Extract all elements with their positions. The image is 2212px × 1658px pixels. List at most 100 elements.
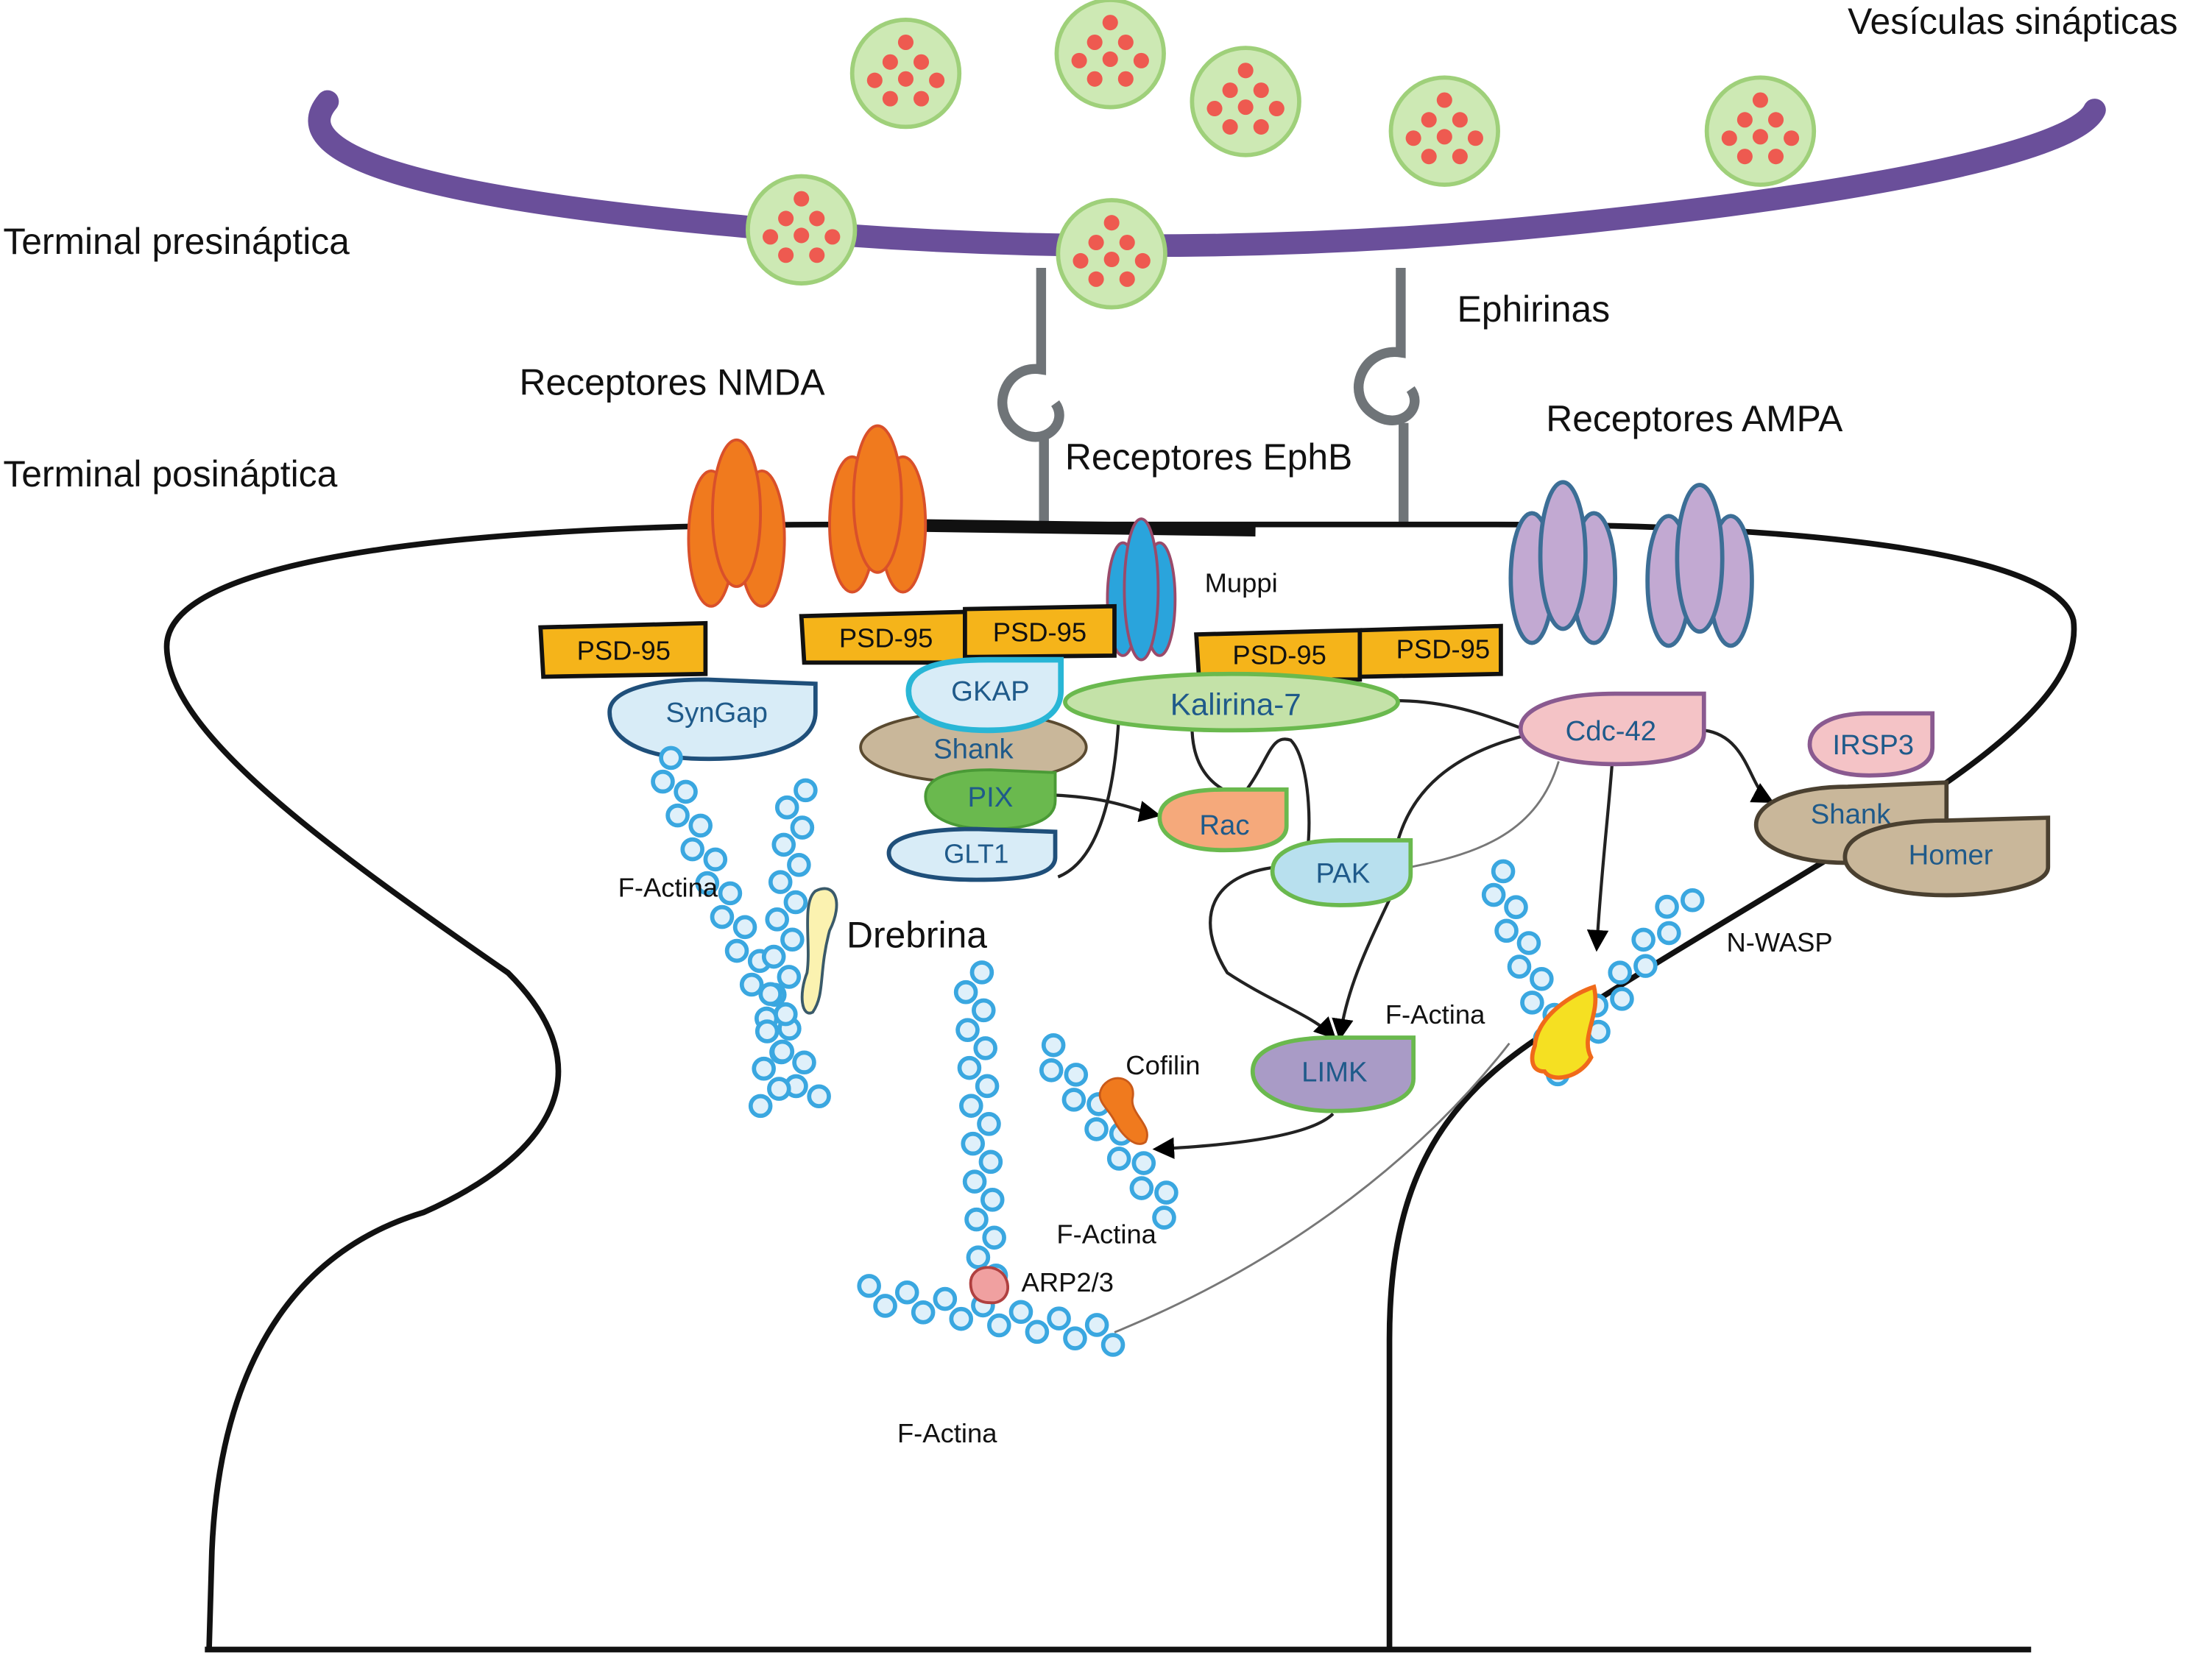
actin-monomer	[959, 1094, 983, 1118]
cofilin-label: Cofilin	[1126, 1050, 1200, 1080]
f-actin-label: F-Actina	[897, 1418, 997, 1448]
limk-protein: LIMK	[1250, 1035, 1416, 1113]
pix-label: PIX	[968, 782, 1014, 813]
vesicle	[1192, 48, 1299, 155]
actin-monomer	[1504, 895, 1528, 919]
actin-monomer	[973, 1036, 997, 1060]
muppi-label: Muppi	[1205, 568, 1278, 598]
actin-monomer	[1610, 987, 1634, 1011]
nwasp-protein	[1530, 984, 1598, 1080]
actin-monomer	[665, 803, 690, 828]
actin-monomer	[975, 1074, 1000, 1099]
drebrin-label: Drebrina	[847, 914, 987, 955]
actin-monomer	[982, 1225, 1006, 1250]
actin-monomer	[710, 904, 735, 929]
actin-monomer	[790, 815, 815, 840]
actin-monomer	[966, 1245, 991, 1269]
actin-monomer	[1530, 966, 1554, 991]
actin-monomer	[955, 1018, 980, 1042]
psd95-label: PSD-95	[839, 623, 933, 653]
actin-monomer	[987, 1313, 1011, 1338]
actin-monomer	[755, 1019, 780, 1044]
actin-monomer	[873, 1294, 897, 1318]
ephb-label: Receptores EphB	[1065, 436, 1352, 478]
ephrin-receptor-left	[997, 268, 1064, 525]
actin-monomer	[911, 1300, 936, 1325]
actin-monomer	[1100, 1333, 1126, 1357]
kalirina7-label: Kalirina-7	[1170, 687, 1301, 721]
ampa-label: Receptores AMPA	[1546, 398, 1843, 439]
actin-monomer	[770, 1039, 795, 1064]
vesicle	[748, 176, 855, 283]
cdc42-label: Cdc-42	[1566, 715, 1656, 747]
actin-monomer	[761, 944, 786, 969]
actin-monomer	[1520, 991, 1544, 1015]
psd95-box: PSD-95	[538, 620, 708, 679]
actin-monomer	[752, 1056, 776, 1081]
actin-monomer	[1631, 927, 1656, 952]
actin-monomer	[688, 813, 713, 838]
actin-monomer	[964, 1207, 989, 1232]
vesicle	[1056, 0, 1164, 107]
muppi-protein	[1106, 517, 1177, 662]
irsp3-label: IRSP3	[1832, 729, 1914, 761]
shank-right-label: Shank	[1811, 798, 1891, 830]
actin-monomer	[1025, 1319, 1050, 1345]
shank-label: Shank	[933, 734, 1014, 765]
actin-monomer	[748, 1094, 773, 1119]
psd95-box: PSD-95	[963, 603, 1117, 659]
actin-monomer	[1154, 1180, 1179, 1205]
cofilin-protein	[1098, 1077, 1148, 1145]
actin-monomer	[792, 1050, 816, 1075]
actin-monomer	[1680, 888, 1705, 913]
actin-monomer	[972, 998, 996, 1023]
actin-monomer	[774, 1002, 798, 1027]
rac-protein: Rac	[1157, 787, 1289, 853]
cdc42-protein: Cdc-42	[1518, 691, 1706, 767]
actin-monomer	[894, 1280, 919, 1305]
vesicle	[1058, 200, 1165, 308]
drebrin-protein	[800, 887, 838, 1015]
gkap-label: GKAP	[951, 676, 1029, 707]
nmda-label: Receptores NMDA	[520, 361, 826, 403]
f-actin-filaments	[651, 745, 1705, 1357]
actin-monomer	[1491, 859, 1516, 884]
vesicle	[1707, 77, 1815, 185]
nwasp-label: N-WASP	[1726, 927, 1832, 957]
postsynaptic-label: Terminal posináptica	[3, 453, 337, 495]
f-actin-label: F-Actina	[618, 872, 718, 902]
actin-monomer	[977, 1112, 1001, 1136]
arp23-protein	[969, 1266, 1010, 1305]
actin-monomer	[651, 769, 675, 794]
actin-monomer	[695, 871, 720, 896]
nmda-receptor	[687, 438, 786, 608]
actin-monomer	[1063, 1326, 1087, 1350]
actin-monomer	[1047, 1306, 1071, 1331]
homer-protein: Homer	[1842, 815, 2051, 898]
actin-monomer	[765, 907, 789, 932]
glt1-protein: GLT1	[886, 826, 1058, 882]
arp23-label: ARP2/3	[1022, 1267, 1114, 1297]
kalirina7-protein: Kalirina-7	[1063, 671, 1400, 733]
actin-monomer	[1008, 1300, 1033, 1325]
actin-monomer	[978, 1149, 1003, 1175]
psd95-label: PSD-95	[577, 636, 671, 666]
actin-monomer	[1041, 1033, 1066, 1057]
actin-monomer	[949, 1306, 974, 1331]
actin-monomer	[969, 960, 994, 985]
psd95-box: PSD-95	[1357, 623, 1503, 679]
vesicle	[1391, 77, 1498, 185]
rac-label: Rac	[1199, 809, 1249, 841]
actin-monomer	[1657, 921, 1681, 946]
ampa-receptor	[1647, 485, 1752, 645]
thin-connectors	[1114, 761, 1560, 1333]
presynaptic-label: Terminal presináptica	[3, 221, 350, 262]
actin-monomer	[767, 1077, 791, 1101]
gkap-protein: GKAP	[905, 656, 1064, 734]
actin-monomer	[957, 1055, 982, 1080]
psd95-label: PSD-95	[1232, 640, 1326, 670]
actin-monomer	[1481, 882, 1506, 907]
psd95-box: PSD-95	[799, 609, 967, 665]
actin-monomer	[768, 870, 793, 894]
